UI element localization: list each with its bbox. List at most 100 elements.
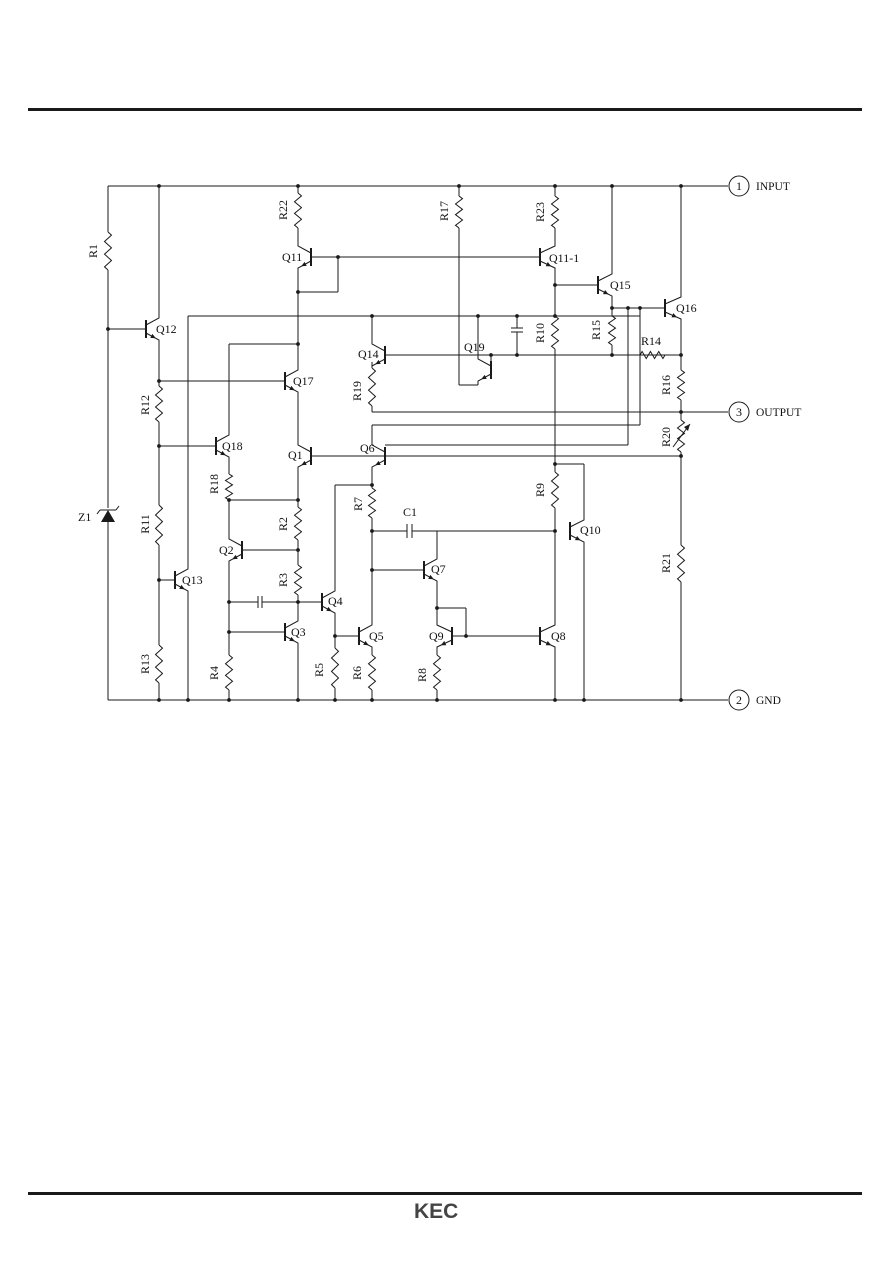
resistor-r10	[550, 315, 560, 350]
transistor-collector	[477, 355, 492, 367]
label-q2: Q2	[219, 543, 234, 557]
transistor-arrow	[481, 374, 487, 380]
transistor-q11	[297, 240, 312, 292]
label-q12: Q12	[156, 322, 177, 336]
junction-dot	[157, 184, 161, 188]
label-r22: R22	[276, 200, 290, 220]
resistor-r12	[154, 385, 164, 423]
transistor-q8	[539, 620, 556, 700]
junction-dot	[370, 568, 374, 572]
junction-dot	[227, 630, 231, 634]
junction-dot	[515, 314, 519, 318]
junction-dot	[296, 600, 300, 604]
junction-dot	[553, 283, 557, 287]
resistor-r21	[676, 544, 686, 583]
label-r1: R1	[86, 244, 100, 258]
pin-number: 2	[736, 693, 742, 707]
transistor-collector	[371, 430, 386, 453]
label-r19: R19	[350, 381, 364, 401]
transistor-q18	[215, 344, 230, 474]
pin-number: 1	[736, 179, 742, 193]
label-q9: Q9	[429, 629, 444, 643]
transistor-collector	[321, 485, 336, 599]
transistor-arrow	[375, 359, 381, 365]
label-r13: R13	[138, 654, 152, 674]
zener-bar	[96, 509, 101, 515]
resistor-body	[154, 385, 164, 423]
transistor-collector	[284, 365, 299, 378]
resistor-body	[550, 471, 560, 509]
label-q16: Q16	[676, 301, 697, 315]
label-q14: Q14	[358, 347, 379, 361]
resistor-body	[607, 315, 617, 346]
transistor-emitter	[597, 288, 613, 301]
transistor-collector	[284, 620, 299, 629]
junction-dot	[679, 184, 683, 188]
junction-dot	[157, 698, 161, 702]
wires	[107, 185, 728, 701]
resistor-r22	[293, 192, 303, 229]
transistor-collector	[174, 316, 189, 577]
junction-dot	[227, 698, 231, 702]
transistor-q14	[371, 340, 386, 367]
label-q6: Q6	[360, 441, 375, 455]
junction-dot	[296, 698, 300, 702]
junction-dot	[679, 410, 683, 414]
resistor-body	[330, 647, 340, 689]
resistor-r2	[293, 506, 303, 541]
junction-dot	[370, 314, 374, 318]
transistor-emitter	[297, 260, 312, 292]
transistor-emitter	[539, 639, 556, 700]
junction-dot	[296, 342, 300, 346]
transistor-emitter	[284, 635, 299, 700]
resistor-r23	[550, 195, 560, 229]
label-r2: R2	[276, 517, 290, 531]
transistor-arrow	[301, 460, 307, 466]
junction-dot	[553, 314, 557, 318]
transistor-emitter	[284, 384, 299, 430]
transistor-q15	[597, 270, 613, 301]
transistor-collector	[371, 340, 386, 352]
label-z1: Z1	[78, 510, 91, 524]
label-q8: Q8	[551, 629, 566, 643]
transistor-emitter	[423, 573, 438, 608]
transistor-q4	[321, 485, 336, 648]
junction-dot	[553, 462, 557, 466]
resistor-r15	[607, 315, 617, 346]
transistor-q6	[371, 430, 386, 482]
transistor-q19	[477, 355, 492, 385]
junction-dot	[610, 184, 614, 188]
transistor-emitter	[477, 373, 492, 385]
junction-dot	[610, 306, 614, 310]
pin-label: GND	[756, 695, 781, 707]
label-q1: Q1	[288, 448, 303, 462]
junction-dot	[157, 379, 161, 383]
junction-dot	[296, 290, 300, 294]
transistor-emitter	[297, 459, 312, 482]
resistor-r19	[367, 367, 377, 407]
transistor-arrow	[375, 460, 381, 466]
resistor-body	[454, 195, 464, 229]
resistor-body	[676, 369, 686, 401]
label-r17: R17	[437, 201, 451, 221]
resistor-body	[224, 473, 234, 501]
label-r16: R16	[659, 375, 673, 395]
resistor-body	[550, 315, 560, 350]
transistor-collector	[297, 240, 312, 254]
transistor-emitter	[569, 534, 585, 545]
transistor-emitter	[321, 605, 336, 648]
junction-dot	[336, 255, 340, 259]
junction-dot	[679, 698, 683, 702]
transistor-q12	[145, 186, 160, 380]
transistor-q3	[284, 620, 299, 700]
resistor-r14	[639, 350, 666, 360]
resistor-body	[154, 644, 164, 684]
transistor-emitter	[436, 639, 453, 655]
transistor-collector	[215, 344, 230, 443]
label-r3: R3	[276, 573, 290, 587]
junction-dot	[296, 548, 300, 552]
transistor-arrow	[363, 640, 369, 646]
junction-dot	[553, 529, 557, 533]
label-r10: R10	[533, 323, 547, 343]
label-r8: R8	[415, 668, 429, 682]
